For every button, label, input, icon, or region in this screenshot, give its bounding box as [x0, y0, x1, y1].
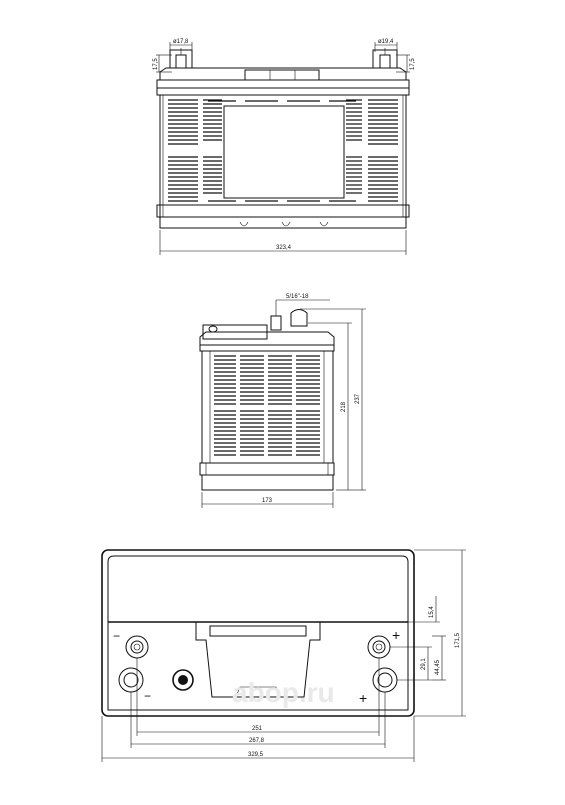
dim-height-total: 237 — [300, 308, 366, 491]
plus-bottom-symbol: + — [359, 690, 367, 706]
dim-width-label: 173 — [262, 498, 273, 504]
front-base — [159, 216, 407, 229]
right-terminal — [372, 48, 398, 69]
side-bolt-terminal — [270, 315, 282, 331]
front-view: ø17,8 ø19,4 17,5 17,5 — [153, 39, 416, 255]
dim-right-terminal-height-label: 17,5 — [410, 58, 416, 70]
left-terminal — [169, 48, 193, 69]
plan-negative-bottom-terminal — [118, 667, 144, 693]
plan-negative-top-terminal — [125, 635, 149, 659]
minus-bottom-symbol: − — [144, 689, 151, 703]
plan-positive-top-terminal — [367, 635, 391, 659]
plan-view: − − + + 15,4 171,5 29,1 44,45 — [101, 549, 466, 762]
dim-44-45-label: 44,45 — [435, 659, 441, 675]
dim-height-body-label: 218 — [341, 401, 347, 412]
dim-left-terminal-height-label: 17,5 — [153, 58, 159, 70]
dim-251-label: 251 — [252, 726, 263, 732]
plus-top-symbol: + — [392, 627, 400, 643]
minus-top-symbol: − — [113, 629, 120, 643]
dim-329-5: 329,5 — [102, 752, 414, 759]
front-vent-slats — [168, 99, 398, 202]
plan-vent-plug — [172, 669, 194, 691]
dim-267-8: 267,8 — [131, 738, 385, 745]
side-base — [201, 474, 334, 491]
dim-bolt: 5/16"-18 — [276, 294, 330, 301]
dim-15-4: 15,4 — [408, 596, 440, 623]
dim-right-terminal-dia-label: ø19,4 — [378, 39, 394, 45]
dim-height-total-label: 237 — [355, 393, 361, 404]
watermark-text: abop.ru — [232, 677, 335, 708]
side-vent-slats — [214, 355, 320, 456]
dim-length: 323,4 — [159, 230, 407, 255]
plan-positive-bottom-terminal — [372, 667, 398, 693]
dim-267-8-label: 267,8 — [249, 738, 265, 744]
dim-left-terminal-dia-label: ø17,8 — [173, 39, 189, 45]
front-label-area — [223, 105, 345, 199]
dim-height-body: 218 — [308, 322, 352, 491]
dim-right-terminal-height: 17,5 — [396, 54, 416, 73]
dim-44-45: 44,45 — [432, 635, 446, 681]
side-view: 5/16"-18 218 237 173 — [199, 294, 366, 508]
dim-329-5-label: 329,5 — [248, 752, 264, 758]
dim-right-terminal-dia: ø19,4 — [374, 39, 398, 52]
dim-171-5-label: 171,5 — [455, 632, 461, 648]
dim-171-5: 171,5 — [414, 549, 466, 717]
dim-251: 251 — [137, 726, 379, 733]
dim-bolt-label: 5/16"-18 — [286, 294, 309, 300]
dim-29-1-label: 29,1 — [421, 658, 427, 670]
plan-handle-recess — [195, 622, 321, 698]
dim-left-terminal-height: 17,5 — [153, 54, 172, 73]
front-lid-handle — [244, 69, 320, 81]
dim-left-terminal-dia: ø17,8 — [169, 39, 193, 52]
dim-width: 173 — [201, 492, 334, 508]
dim-15-4-label: 15,4 — [429, 606, 435, 618]
plan-outline — [101, 549, 415, 717]
side-post-terminal — [290, 309, 308, 327]
dim-29-1: 29,1 — [390, 646, 432, 681]
dim-length-label: 323,4 — [276, 245, 292, 251]
